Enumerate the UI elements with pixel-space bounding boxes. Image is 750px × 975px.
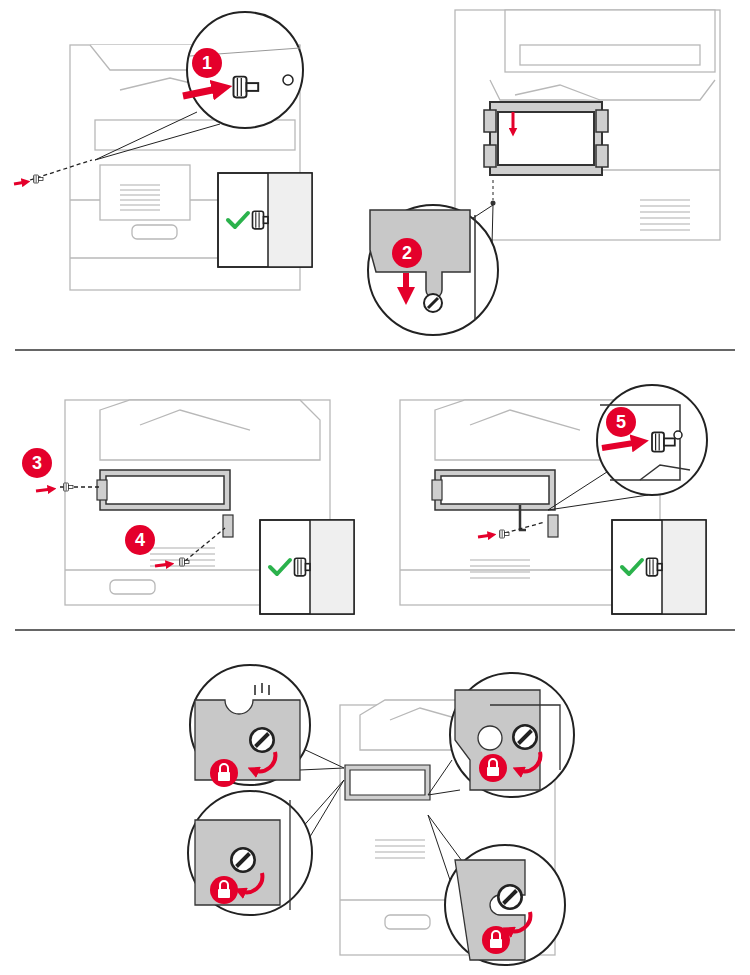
callout-circle <box>392 238 422 268</box>
callout-circle <box>606 407 636 437</box>
callout-number: 3 <box>23 449 51 477</box>
callout-number: 2 <box>393 239 421 267</box>
callout-number: 5 <box>607 408 635 436</box>
callout-circle <box>22 448 52 478</box>
callout-number: 1 <box>193 49 221 77</box>
callout-circle <box>192 48 222 78</box>
callout-circle <box>125 525 155 555</box>
callout-number: 4 <box>126 526 154 554</box>
